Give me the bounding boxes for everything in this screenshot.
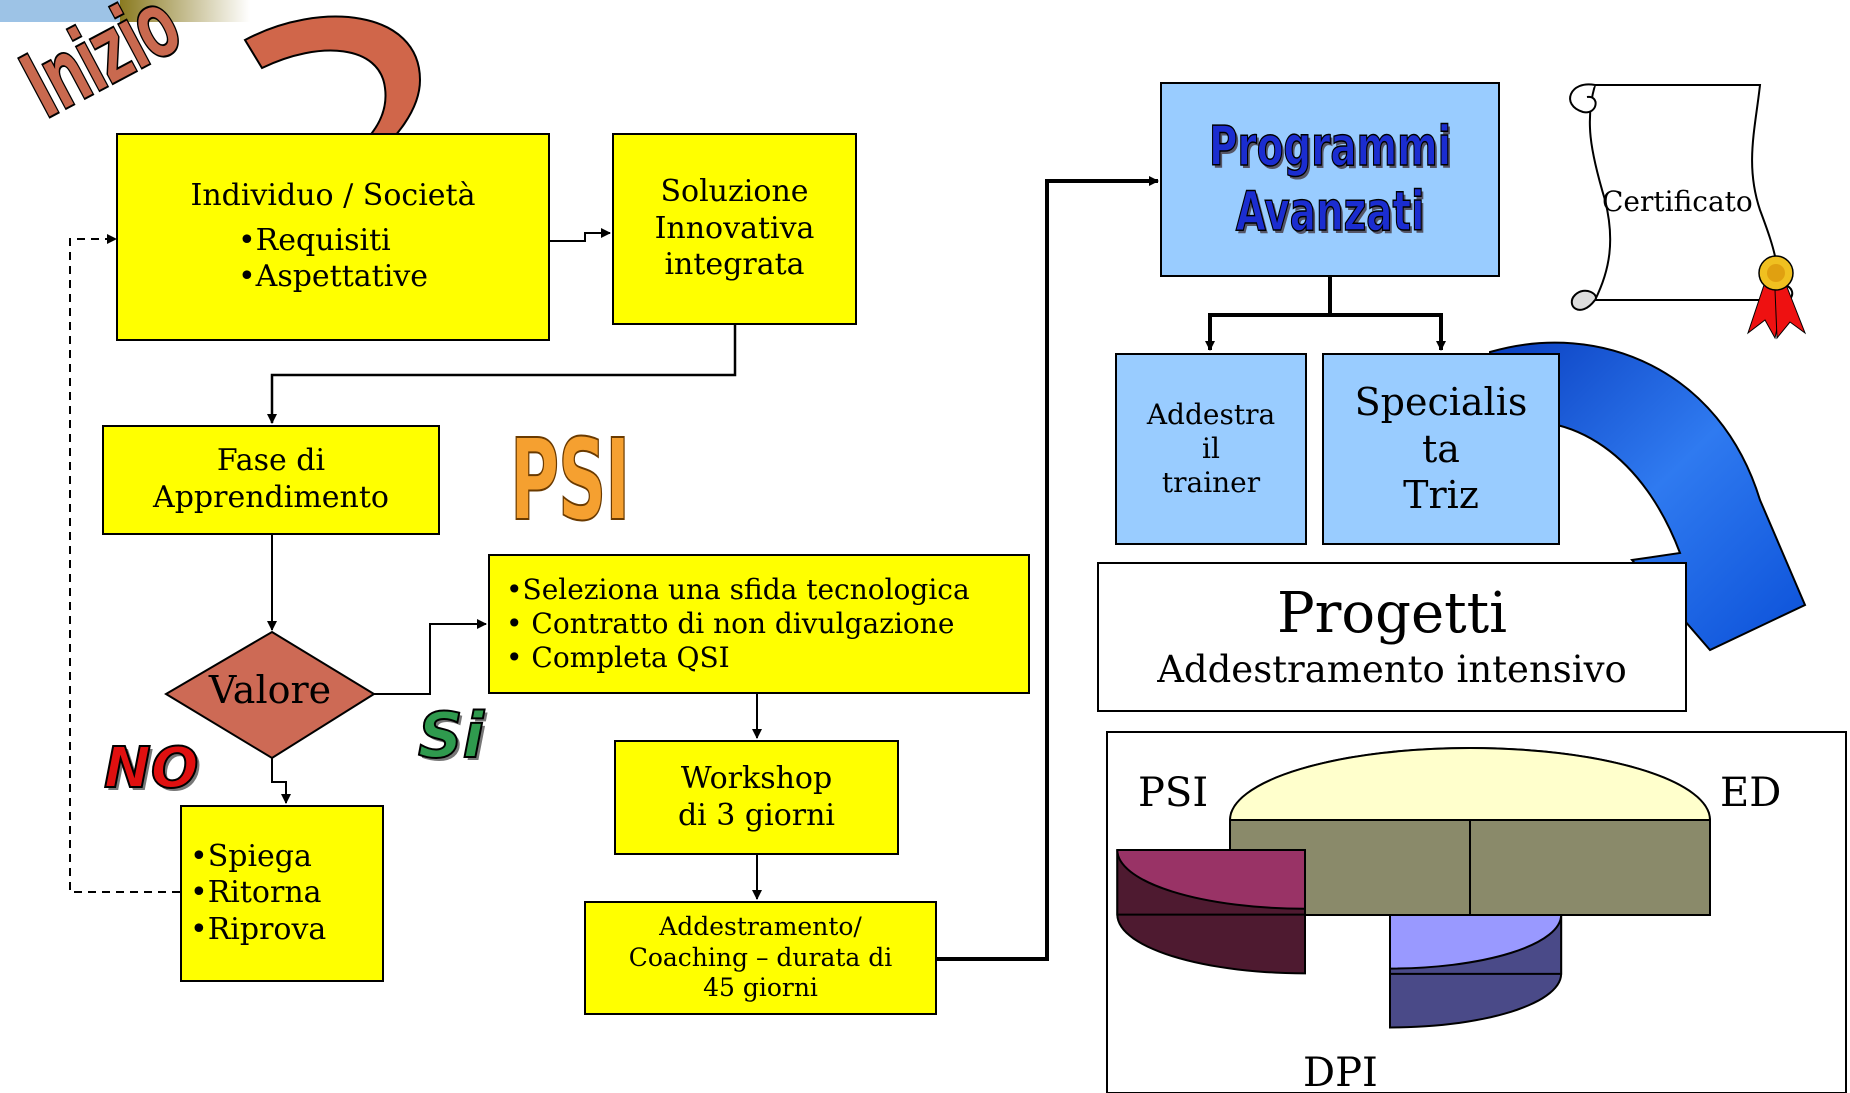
box-specialista-triz: Specialis ta Triz (1322, 353, 1560, 545)
pie-slice-wall-ed (1469, 819, 1711, 916)
connector-valore-sfida (374, 619, 487, 695)
progetti-subtitle: Addestramento intensivo (1157, 647, 1627, 691)
box-soluzione: Soluzione Innovativa integrata (612, 133, 857, 325)
box-sfida-item: •Seleziona una sfida tecnologica (506, 572, 970, 606)
decision-diamond (164, 630, 376, 760)
connector-spiega-individuo-dashed (69, 234, 180, 893)
box-sfida-item: • Contratto di non divulgazione (506, 606, 955, 640)
box-programmi-avanzati: Programmi Avanzati (1160, 82, 1500, 277)
connector-programmi-specialista (1330, 313, 1446, 351)
box-individuo-item: •Requisiti (237, 222, 391, 258)
box-progetti: Progetti Addestramento intensivo (1097, 562, 1687, 712)
corner-decoration (0, 0, 120, 22)
yes-label: Si (417, 699, 485, 772)
box-workshop-line: Workshop (680, 760, 833, 796)
box-soluzione-line: Innovativa (654, 210, 815, 246)
box-workshop-line: di 3 giorni (677, 797, 836, 833)
box-specialista-line: Specialis (1354, 380, 1528, 425)
box-soluzione-line: Soluzione (660, 174, 809, 210)
box-addestra-trainer: Addestra il trainer (1115, 353, 1307, 545)
box-specialista-line: ta (1422, 426, 1460, 471)
programmi-title-line: Programmi (1208, 114, 1451, 178)
box-individuo-societa: Individuo / Società •Requisiti •Aspettat… (116, 133, 550, 341)
box-fase-line: Fase di (216, 443, 326, 479)
box-spiega-item: •Riprova (190, 911, 327, 947)
box-fase-line: Apprendimento (153, 480, 389, 515)
box-sfida-item: • Completa QSI (506, 641, 730, 675)
connector-individuo-soluzione (550, 228, 611, 242)
decision-label: Valore (208, 668, 332, 712)
big-curved-arrow-icon (1489, 341, 1807, 652)
box-spiega-item: •Spiega (190, 838, 312, 874)
box-sfida: •Seleziona una sfida tecnologica • Contr… (488, 554, 1030, 694)
corner-decoration-gradient (120, 0, 250, 22)
pie-slice-ed (1228, 747, 1712, 821)
box-addestra-line: il (1202, 431, 1220, 465)
certificate-scroll-icon (1569, 83, 1807, 340)
box-coaching: Addestramento/ Coaching – durata di 45 g… (584, 901, 937, 1015)
connector-valore-spiega (271, 758, 291, 804)
box-coaching-line: Addestramento/ (659, 912, 862, 942)
box-coaching-line: 45 giorni (703, 973, 818, 1003)
box-soluzione-line: integrata (664, 247, 805, 283)
pie-label-dpi: DPI (1303, 1050, 1378, 1093)
pie-slice-dpi (1389, 914, 1563, 970)
box-individuo-item: •Aspettative (237, 259, 429, 295)
connector-programmi-split (1205, 277, 1332, 351)
box-coaching-line: Coaching – durata di (628, 942, 893, 972)
no-label: NO (103, 736, 199, 801)
connector-soluzione-fase (267, 325, 737, 424)
pie-slice-psi (1116, 849, 1306, 910)
box-addestra-line: Addestra (1146, 397, 1276, 431)
progetti-title: Progetti (1276, 581, 1508, 647)
box-fase-apprendimento: Fase di Apprendimento (102, 425, 440, 535)
psi-label: PSI (509, 416, 630, 546)
connector-coaching-programmi (937, 176, 1159, 961)
box-spiega-item: •Ritorna (190, 875, 322, 911)
box-spiega: •Spiega •Ritorna •Riprova (180, 805, 384, 982)
pie-chart (1116, 746, 1712, 1029)
box-workshop: Workshop di 3 giorni (614, 740, 899, 855)
box-specialista-line: Triz (1403, 473, 1479, 518)
certificate-label: Certificato (1602, 185, 1753, 218)
pie-label-psi: PSI (1138, 770, 1209, 816)
box-addestra-line: trainer (1161, 466, 1261, 500)
pie-label-ed: ED (1720, 770, 1782, 816)
programmi-title-line: Avanzati (1235, 179, 1425, 243)
box-individuo-title: Individuo / Società (190, 178, 476, 214)
